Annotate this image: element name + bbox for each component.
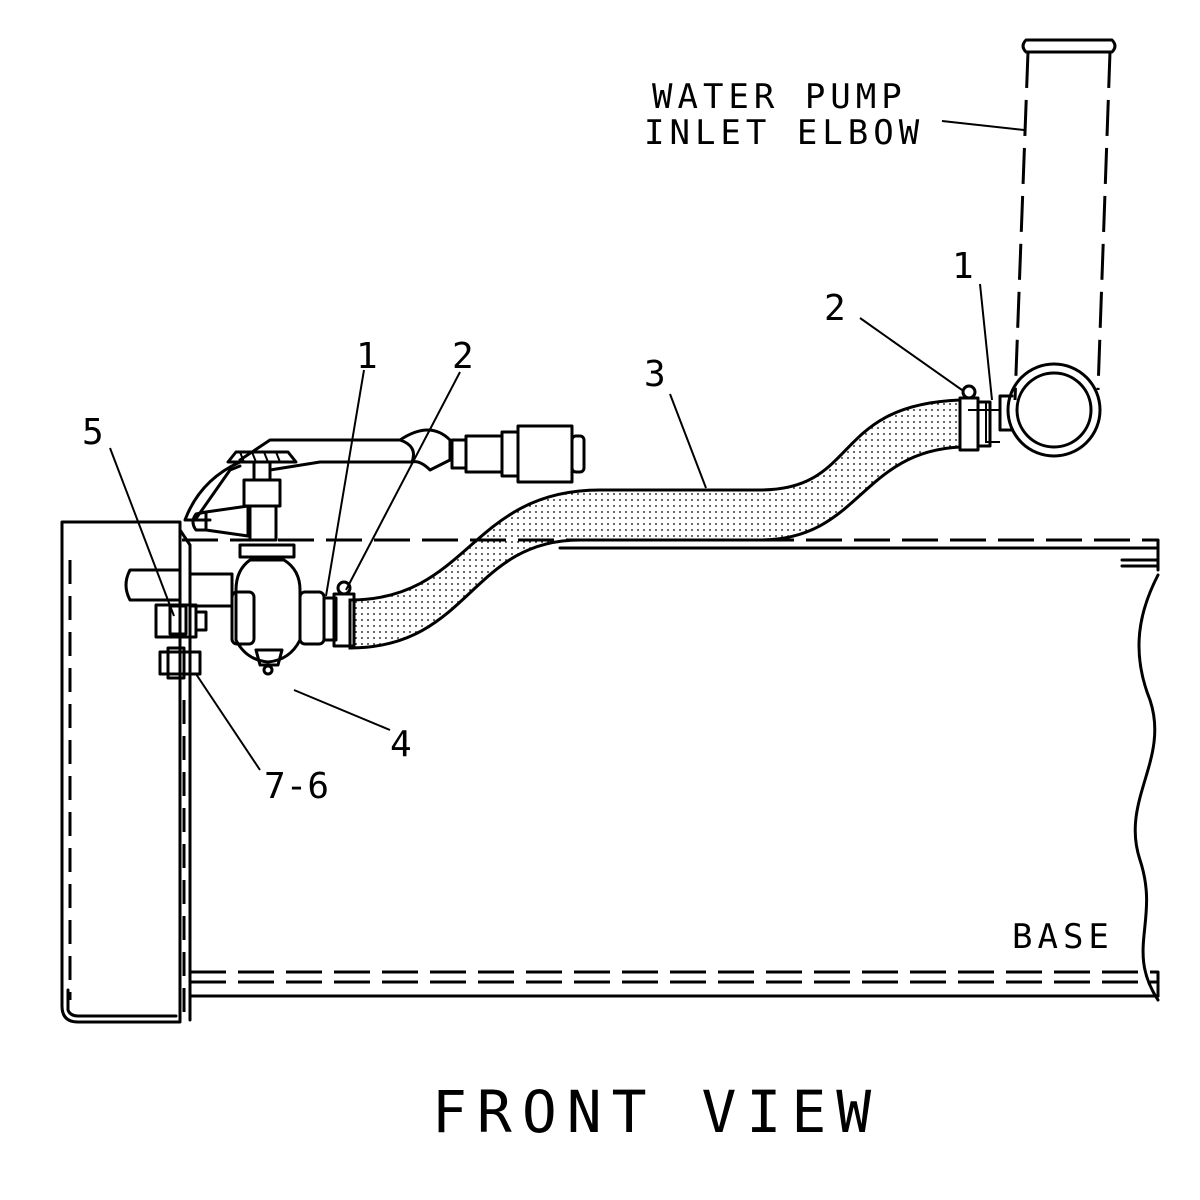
callout-4: 4 — [390, 724, 412, 765]
base-label: BASE — [1012, 917, 1114, 957]
callout-3: 3 — [644, 354, 666, 395]
coolant-hose — [348, 398, 962, 650]
elbow-label-line2: INLET ELBOW — [644, 113, 924, 153]
callout-7-6: 7-6 — [264, 766, 329, 807]
leader-lines — [109, 120, 1025, 771]
callout-1-left: 1 — [356, 336, 378, 377]
elbow-label-line1: WATER PUMP — [652, 77, 907, 117]
hose-clamp-left — [332, 580, 356, 648]
callout-2-right: 2 — [824, 288, 846, 329]
callout-2-left: 2 — [452, 336, 474, 377]
callout-1-right: 1 — [952, 246, 974, 287]
view-title: FRONT VIEW — [432, 1078, 881, 1146]
callout-5: 5 — [82, 412, 104, 453]
base-frame — [60, 520, 1160, 1024]
labels: WATER PUMP INLET ELBOW BASE 1 2 3 1 2 5 … — [82, 77, 1114, 1146]
water-pump-inlet-elbow — [968, 38, 1117, 458]
hose-clamp-right — [958, 384, 992, 452]
